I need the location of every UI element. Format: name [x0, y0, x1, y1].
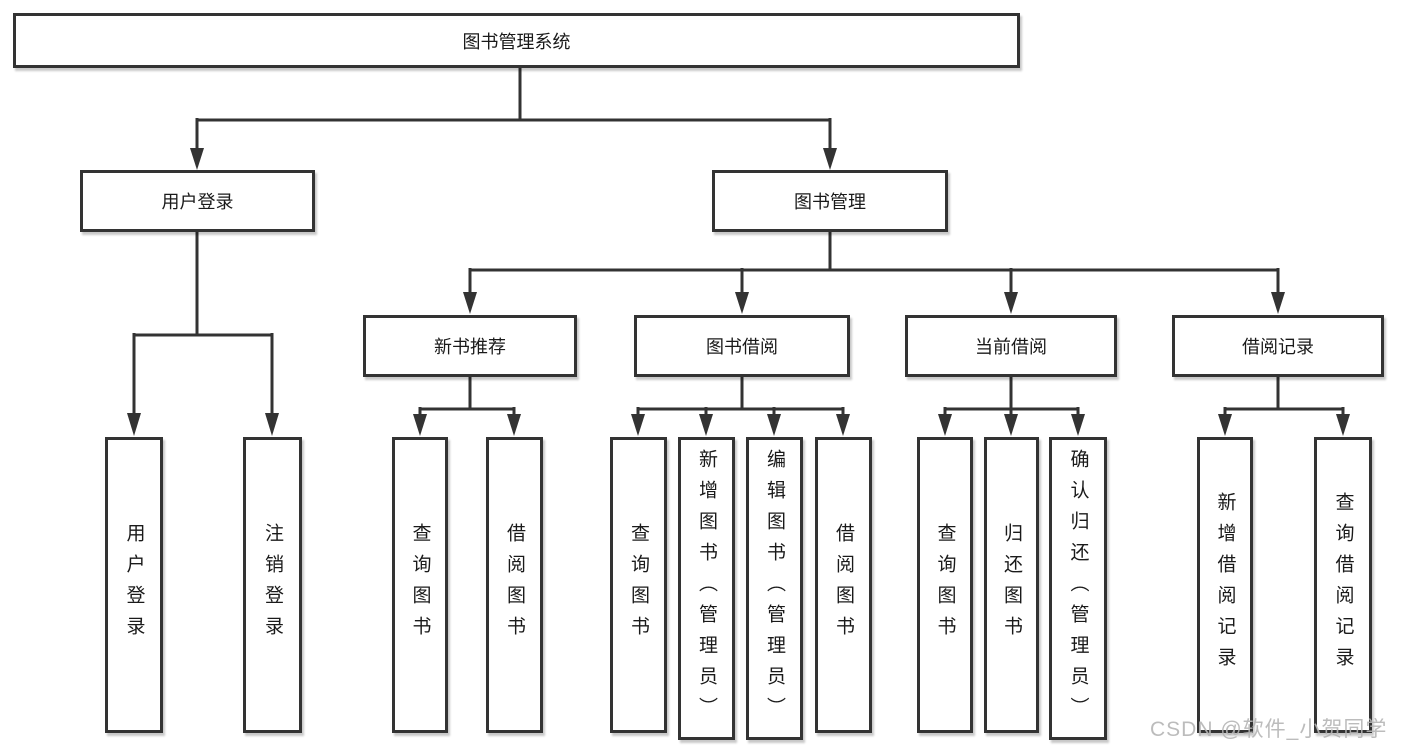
node-book-borrowing: 图书借阅 [634, 315, 850, 377]
node-book-borrowing-label: 图书借阅 [706, 337, 778, 357]
node-leaf-logout-label: 注销登录 [262, 523, 283, 647]
node-leaf-query-books-3-label: 查询图书 [934, 523, 956, 647]
node-leaf-borrow-books-1: 借阅图书 [486, 437, 543, 733]
node-leaf-confirm-return-admin: 确认归还（管理员） [1049, 437, 1107, 740]
node-book-management: 图书管理 [712, 170, 948, 232]
node-leaf-query-books-2-label: 查询图书 [628, 523, 649, 647]
node-leaf-query-books-1: 查询图书 [392, 437, 448, 733]
node-leaf-logout: 注销登录 [243, 437, 302, 733]
node-current-borrowing-label: 当前借阅 [975, 337, 1047, 357]
node-book-management-label: 图书管理 [794, 192, 866, 212]
node-leaf-borrow-books-1-label: 借阅图书 [504, 523, 525, 647]
node-new-book-recommend-label: 新书推荐 [434, 337, 506, 357]
node-leaf-edit-book-admin-label: 编辑图书（管理员） [764, 449, 785, 728]
node-leaf-borrow-books-2: 借阅图书 [815, 437, 872, 733]
node-leaf-user-login: 用户登录 [105, 437, 163, 733]
node-user-login-label: 用户登录 [161, 192, 234, 212]
node-leaf-confirm-return-admin-label: 确认归还（管理员） [1067, 449, 1089, 728]
node-borrowing-records-label: 借阅记录 [1242, 337, 1314, 357]
node-library-system-label: 图书管理系统 [462, 31, 571, 52]
node-leaf-add-borrow-record-label: 新增借阅记录 [1214, 492, 1236, 678]
node-leaf-query-borrow-record: 查询借阅记录 [1314, 437, 1372, 733]
node-leaf-add-borrow-record: 新增借阅记录 [1197, 437, 1253, 733]
node-new-book-recommend: 新书推荐 [363, 315, 577, 377]
node-leaf-query-books-3: 查询图书 [917, 437, 973, 733]
node-current-borrowing: 当前借阅 [905, 315, 1117, 377]
node-leaf-query-books-1-label: 查询图书 [409, 523, 431, 647]
node-user-login: 用户登录 [80, 170, 315, 232]
node-leaf-add-book-admin: 新增图书（管理员） [678, 437, 735, 740]
node-borrowing-records: 借阅记录 [1172, 315, 1384, 377]
node-leaf-user-login-label: 用户登录 [123, 523, 145, 647]
node-library-system: 图书管理系统 [13, 13, 1020, 68]
node-leaf-return-books: 归还图书 [984, 437, 1039, 733]
node-leaf-edit-book-admin: 编辑图书（管理员） [746, 437, 803, 740]
node-leaf-query-borrow-record-label: 查询借阅记录 [1332, 492, 1354, 678]
node-leaf-borrow-books-2-label: 借阅图书 [833, 523, 854, 647]
node-leaf-return-books-label: 归还图书 [1001, 523, 1022, 647]
node-leaf-query-books-2: 查询图书 [610, 437, 667, 733]
watermark: CSDN @软件_小贺同学 [1150, 718, 1388, 741]
node-leaf-add-book-admin-label: 新增图书（管理员） [696, 449, 717, 728]
